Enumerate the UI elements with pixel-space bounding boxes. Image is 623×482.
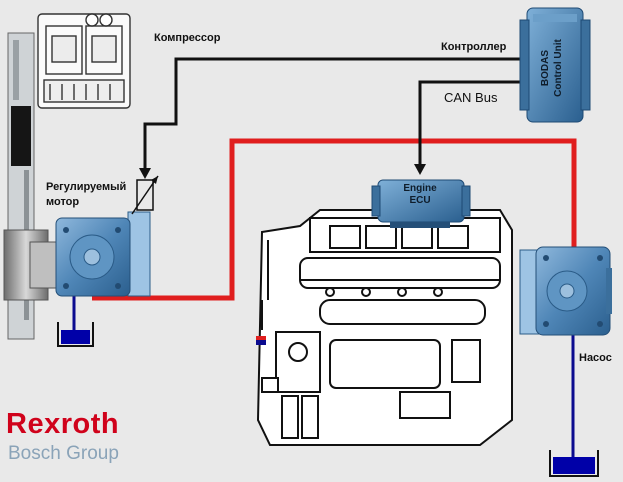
rexroth-logo: Rexroth bbox=[6, 408, 120, 440]
regulated-motor-label-line2: мотор bbox=[46, 196, 80, 208]
bodas-label-line1: BODAS bbox=[540, 49, 551, 87]
cooling-fan bbox=[3, 32, 63, 340]
pump-oil-tank bbox=[549, 450, 599, 477]
can-bus-label: CAN Bus bbox=[444, 90, 498, 105]
variable-displacement-symbol-icon bbox=[131, 175, 159, 215]
engine-illustration bbox=[256, 209, 513, 446]
engine-ecu-label-line2: ECU bbox=[409, 195, 431, 206]
can-bus-line bbox=[418, 80, 523, 168]
hydraulic-pressure-line bbox=[92, 138, 577, 301]
signal-arrowhead-icon bbox=[139, 168, 151, 179]
engine-ecu-label-line1: Engine bbox=[403, 183, 437, 194]
pump-label: Насос bbox=[579, 352, 612, 364]
motor-oil-tank bbox=[57, 322, 94, 347]
bosch-group-label: Bosch Group bbox=[8, 443, 119, 464]
regulated-motor-label: Регулируемый мотор bbox=[46, 180, 126, 210]
hydraulic-pump bbox=[519, 246, 612, 336]
bodas-label: BODAS Control Unit bbox=[539, 13, 567, 123]
can-bus-arrowhead-icon bbox=[414, 164, 426, 175]
bodas-control-unit bbox=[519, 7, 591, 123]
controller-to-motor-signal-line bbox=[143, 57, 523, 172]
compressor-label: Компрессор bbox=[154, 32, 221, 44]
engine-small-marker bbox=[256, 340, 266, 345]
controller-label: Контроллер bbox=[441, 41, 507, 53]
compressor-illustration bbox=[37, 13, 131, 109]
regulated-hydraulic-motor bbox=[55, 211, 151, 297]
engine-small-marker-red bbox=[256, 336, 266, 340]
engine-ecu-label: Engine ECU bbox=[392, 183, 448, 207]
bodas-label-line2: Control Unit bbox=[553, 39, 564, 97]
regulated-motor-label-line1: Регулируемый bbox=[46, 181, 127, 193]
engine-ecu-unit bbox=[371, 179, 471, 228]
